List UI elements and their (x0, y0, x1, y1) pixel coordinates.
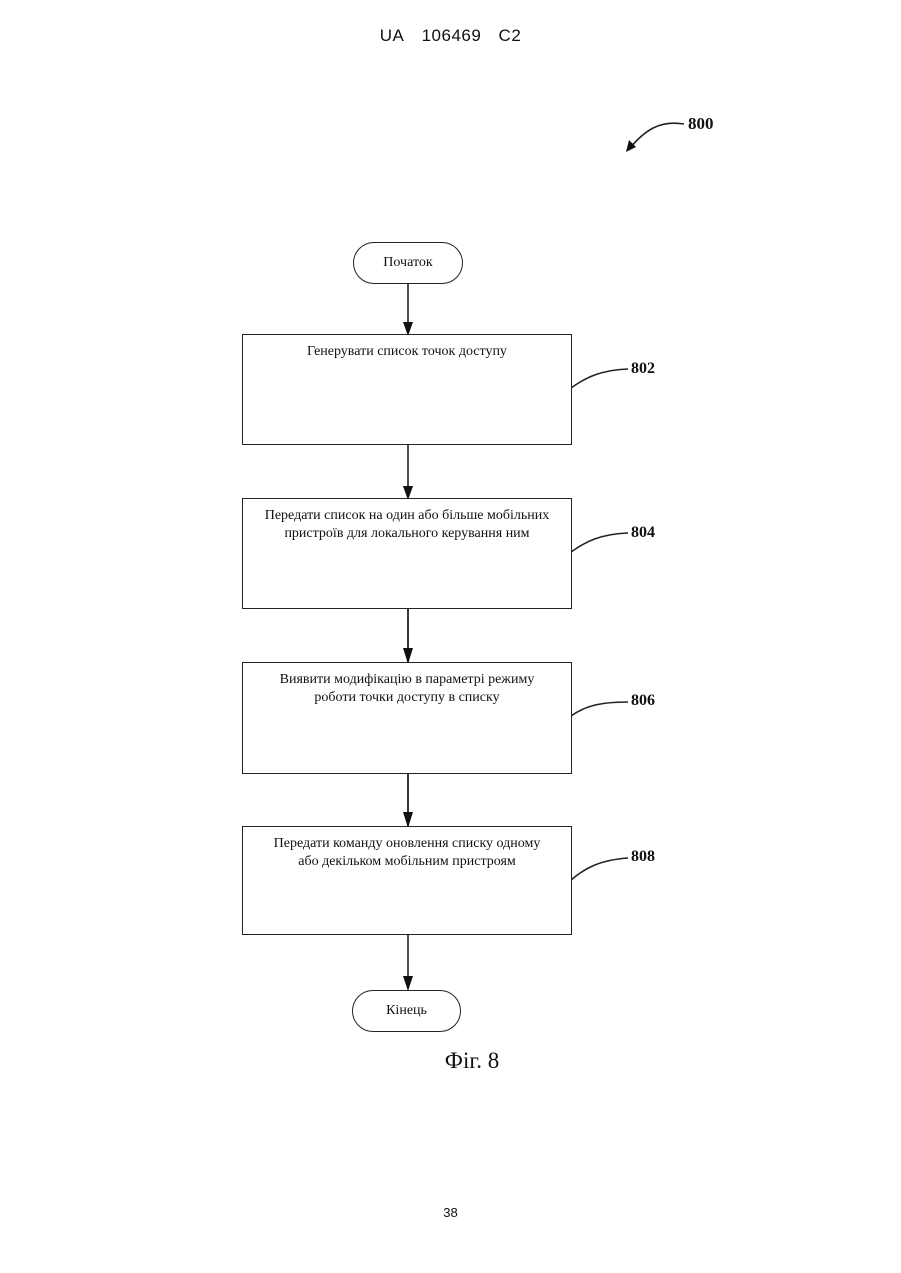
figure-caption: Фіг. 8 (0, 1048, 901, 1074)
leader-line-808 (571, 858, 628, 880)
start-terminal: Початок (353, 242, 463, 284)
end-terminal: Кінець (352, 990, 461, 1032)
step-box-806: Виявити модифікацію в параметрі режиму р… (242, 662, 572, 774)
leader-line-806 (571, 702, 628, 716)
page-number: 38 (0, 1205, 901, 1220)
step-box-808: Передати команду оновлення списку одному… (242, 826, 572, 935)
start-label: Початок (383, 255, 432, 271)
leader-line-802 (571, 369, 628, 388)
step-804-text-line-2: пристроїв для локального керування ним (249, 525, 565, 543)
ref-label-806: 806 (631, 692, 655, 710)
step-806-text-line-2: роботи точки доступу в списку (249, 689, 565, 707)
step-box-802: Генерувати список точок доступу (242, 334, 572, 445)
ref-label-808: 808 (631, 848, 655, 866)
step-box-804: Передати список на один або більше мобіл… (242, 498, 572, 609)
figure-ref-label: 800 (688, 114, 714, 134)
step-808-text-line-1: Передати команду оновлення списку одному (249, 835, 565, 853)
step-802-text-line-1: Генерувати список точок доступу (249, 343, 565, 361)
step-808-text-line-2: або декільком мобільним пристроям (249, 853, 565, 871)
ref-label-804: 804 (631, 524, 655, 542)
step-806-text-line-1: Виявити модифікацію в параметрі режиму (249, 671, 565, 689)
leader-line-804 (571, 533, 628, 552)
step-804-text-line-1: Передати список на один або більше мобіл… (249, 507, 565, 525)
figure-ref-arrow (630, 123, 684, 148)
end-label: Кінець (386, 1003, 427, 1019)
ref-label-802: 802 (631, 360, 655, 378)
